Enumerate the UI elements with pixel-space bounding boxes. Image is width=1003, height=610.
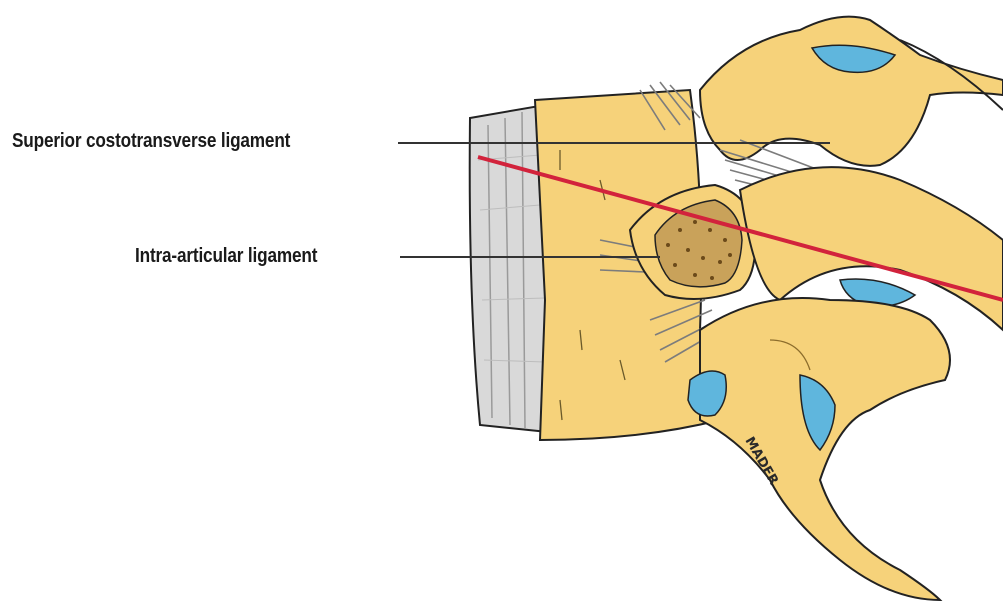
- label-superior-costotransverse-ligament: Superior costotransverse ligament: [12, 130, 290, 153]
- label-intra-articular-ligament: Intra-articular ligament: [135, 245, 317, 268]
- lower-facet-cartilage-left: [688, 371, 726, 416]
- intervertebral-disc: [470, 105, 548, 432]
- lower-vertebra: [688, 298, 950, 600]
